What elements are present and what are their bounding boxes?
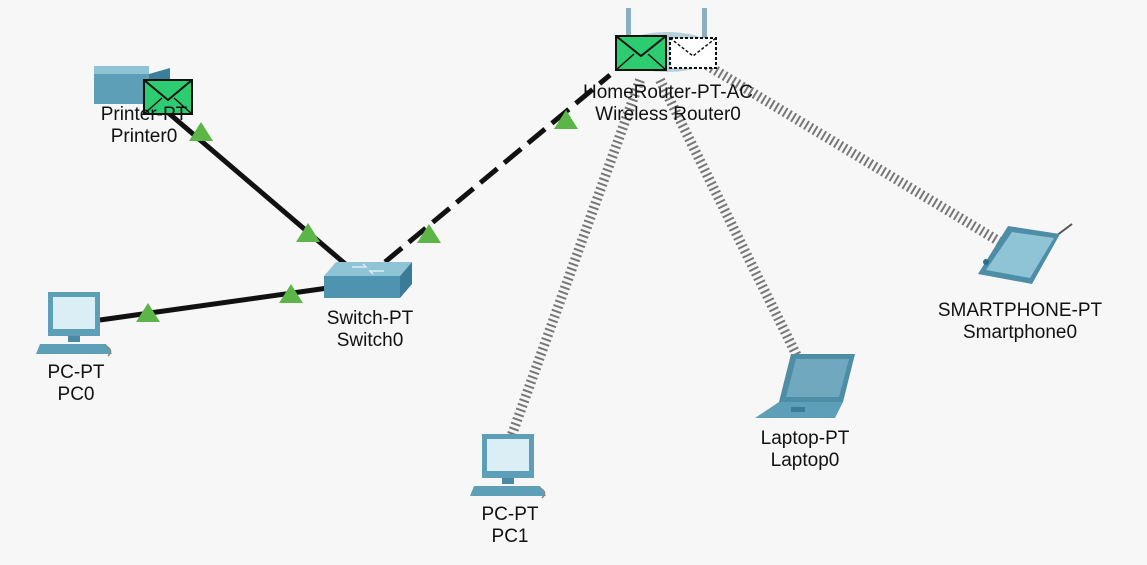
link-up-triangle xyxy=(554,110,578,129)
router-device[interactable] xyxy=(612,8,722,78)
link-up-triangle xyxy=(136,303,160,322)
laptop-icon xyxy=(755,354,855,418)
pc0-label: PC-PT PC0 xyxy=(16,362,136,406)
link-up-triangle xyxy=(296,223,320,242)
printer-icon xyxy=(94,66,193,115)
wireless-link-smartphone[interactable] xyxy=(687,50,1013,253)
link-switch-router[interactable] xyxy=(383,73,612,264)
pc1-label: PC-PT PC1 xyxy=(450,504,570,548)
pc0-model: PC-PT xyxy=(47,362,105,383)
pc1-model: PC-PT xyxy=(481,504,539,525)
router-label: HomeRouter-PT-AC Wireless Router0 xyxy=(548,82,788,126)
switch-device[interactable] xyxy=(322,258,414,302)
laptop-name: Laptop0 xyxy=(770,450,840,471)
switch-label: Switch-PT Switch0 xyxy=(310,308,430,352)
switch-icon xyxy=(324,262,412,298)
laptop-model: Laptop-PT xyxy=(760,428,850,449)
laptop-device[interactable] xyxy=(755,352,859,422)
pc1-name: PC1 xyxy=(491,526,529,547)
smartphone-name: Smartphone0 xyxy=(962,322,1078,343)
router-model: HomeRouter-PT-AC xyxy=(583,82,753,103)
switch-model: Switch-PT xyxy=(326,308,414,329)
smartphone-model: SMARTPHONE-PT xyxy=(937,300,1103,321)
link-up-triangle xyxy=(417,224,441,243)
wireless-link-pc1[interactable] xyxy=(505,78,645,442)
smartphone-icon xyxy=(978,223,1073,284)
switch-name: Switch0 xyxy=(336,330,404,351)
pc-icon xyxy=(470,434,546,499)
printer-name: Printer0 xyxy=(110,126,178,147)
pc1-device[interactable] xyxy=(470,432,550,500)
printer-label: Printer-PT Printer0 xyxy=(84,104,204,148)
wireless-router-icon xyxy=(615,8,717,72)
router-name: Wireless Router0 xyxy=(595,104,741,125)
smartphone-label: SMARTPHONE-PT Smartphone0 xyxy=(910,300,1130,344)
pc-icon xyxy=(36,292,112,357)
smartphone-device[interactable] xyxy=(970,222,1080,286)
link-up-triangle xyxy=(279,284,303,303)
printer-model: Printer-PT xyxy=(100,104,188,125)
printer-device[interactable] xyxy=(92,60,202,120)
pc0-name: PC0 xyxy=(57,384,95,405)
laptop-label: Laptop-PT Laptop0 xyxy=(745,428,865,472)
pc0-device[interactable] xyxy=(36,290,116,358)
link-up-triangle xyxy=(189,122,213,141)
